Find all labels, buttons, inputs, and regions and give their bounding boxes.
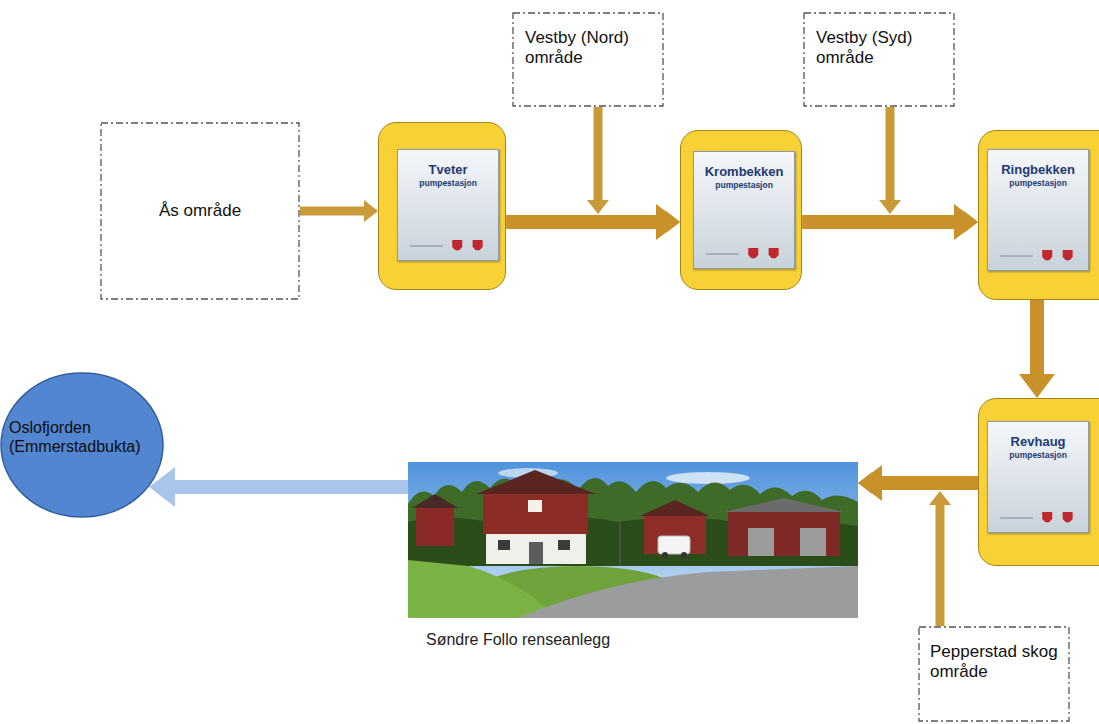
dashed-border [101, 123, 299, 299]
building-base [486, 534, 586, 564]
area-box: Vestby (Nord) område [512, 12, 664, 107]
logo-shield [769, 248, 779, 259]
window [528, 500, 542, 512]
roof [476, 470, 596, 494]
arrowhead [1019, 374, 1055, 398]
logo-shield [1063, 250, 1073, 261]
pump-station: Tveter pumpestasjon [378, 122, 506, 290]
grass [408, 560, 558, 618]
photo-frame [408, 462, 858, 618]
building [416, 506, 454, 546]
sign-rule [1000, 517, 1033, 518]
wheel [681, 552, 687, 558]
flow-arrow [300, 200, 378, 222]
road [518, 566, 858, 618]
wheel [662, 552, 668, 558]
arrowhead [954, 204, 978, 240]
arrow-shaft [506, 215, 657, 229]
arrowhead [364, 200, 378, 222]
station-name: Krombekken pumpestasjon [694, 152, 794, 191]
area-label: Ås område [159, 201, 241, 221]
logo-marks [988, 246, 1088, 266]
arrowhead [858, 465, 882, 501]
roof [640, 500, 710, 516]
window [498, 540, 510, 550]
station-sign: Tveter pumpestasjon [397, 149, 499, 261]
logo-marks [988, 508, 1088, 528]
garage-door [748, 528, 774, 556]
logo-shield [452, 240, 462, 251]
photo-scene [408, 462, 858, 618]
arrowhead [656, 204, 680, 240]
window [558, 540, 570, 550]
photo-caption: Søndre Follo renseanlegg [408, 630, 858, 649]
dashed-border [919, 627, 1069, 721]
merge-arrowhead [587, 200, 609, 214]
arrow-shaft [300, 207, 365, 216]
logo-shield [1042, 512, 1052, 523]
flow-arrow [506, 204, 680, 240]
sign-rule [1000, 255, 1033, 256]
roof [412, 494, 458, 508]
arrow-shaft [1030, 300, 1044, 375]
sign-rule [706, 253, 739, 254]
treatment-plant: Søndre Follo renseanlegg [408, 462, 858, 649]
sky [408, 462, 858, 618]
merge-arrowhead [929, 491, 951, 505]
building [728, 510, 840, 556]
pump-station: Revhaug pumpestasjon [978, 398, 1099, 566]
dashed-border [513, 13, 663, 106]
logo-shield [1063, 512, 1073, 523]
light-pole [619, 522, 621, 566]
station-name: Ringbekken pumpestasjon [988, 150, 1088, 189]
cloud [666, 472, 750, 484]
water-shape [1, 373, 163, 517]
station-name: Tveter pumpestasjon [398, 150, 498, 189]
pump-station: Ringbekken pumpestasjon [978, 130, 1099, 300]
dashed-border [804, 13, 954, 106]
area-label: Pepperstad skog område [930, 642, 1058, 683]
arrow-shaft [174, 480, 408, 494]
roof [724, 498, 844, 512]
van [658, 536, 690, 554]
station-sign: Revhaug pumpestasjon [987, 421, 1089, 533]
flow-arrow [1019, 300, 1055, 398]
sign-rule [410, 245, 443, 246]
station-name: Revhaug pumpestasjon [988, 422, 1088, 461]
door [529, 542, 543, 564]
arrow-shaft [890, 107, 965, 222]
station-sign: Krombekken pumpestasjon [693, 151, 795, 269]
area-label: Vestby (Syd) område [816, 28, 942, 69]
area-box: Vestby (Syd) område [803, 12, 955, 107]
station-sign: Ringbekken pumpestasjon [987, 149, 1089, 271]
flow-arrow [802, 204, 978, 240]
water-label: Oslofjorden (Emmerstadbukta) [9, 418, 158, 456]
logo-shield [473, 240, 483, 251]
flow-arrow [858, 465, 978, 501]
area-box: Ås område [100, 122, 300, 300]
flow-arrow [858, 472, 951, 626]
arrow-shaft [881, 476, 978, 490]
arrow-shaft [802, 215, 955, 229]
logo-shield [1042, 250, 1052, 261]
garage-door [800, 528, 826, 556]
area-label: Vestby (Nord) område [525, 28, 651, 69]
building [644, 514, 706, 554]
logo-marks [398, 236, 498, 256]
flow-arrow [149, 467, 408, 507]
water-body: Oslofjorden (Emmerstadbukta) [0, 372, 164, 518]
area-box: Pepperstad skog område [918, 626, 1070, 722]
merge-arrowhead [879, 200, 901, 214]
pump-station: Krombekken pumpestasjon [680, 130, 802, 290]
logo-shield [748, 248, 758, 259]
logo-marks [694, 244, 794, 264]
building [483, 492, 588, 534]
